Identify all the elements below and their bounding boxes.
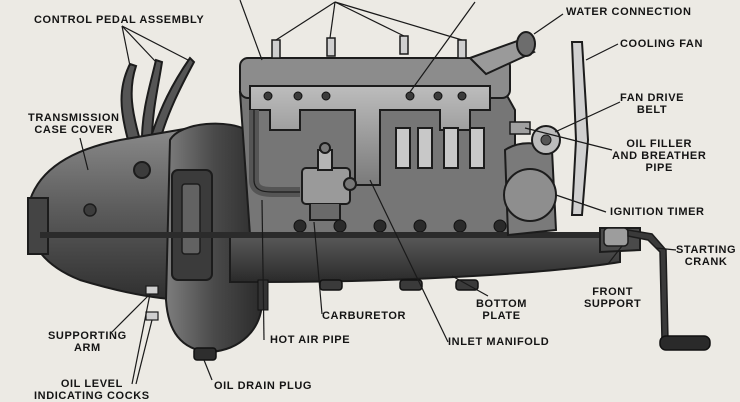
label-starting-crank-line2: CRANK xyxy=(684,256,728,268)
label-oil-filler-line1: OIL FILLER xyxy=(626,138,693,150)
label-oil-level-line1: OIL LEVEL xyxy=(60,378,123,390)
label-supporting-arm: SUPPORTING ARM xyxy=(48,330,127,354)
oil-pan xyxy=(229,234,621,283)
label-transmission-line2: CASE COVER xyxy=(34,124,114,136)
label-fan-drive-belt-line2: BELT xyxy=(636,104,668,116)
label-oil-filler-line2: AND BREATHER xyxy=(612,150,707,162)
oil-filler-cap xyxy=(509,121,531,135)
transmission-bolt xyxy=(83,203,97,217)
valve-springs xyxy=(395,127,485,169)
label-hot-air-pipe: HOT AIR PIPE xyxy=(270,334,351,346)
label-oil-filler: OIL FILLER AND BREATHER PIPE xyxy=(612,138,706,174)
leader-lines xyxy=(79,0,677,385)
label-starting-crank-line1: STARTING xyxy=(676,244,737,256)
label-front-support-line1: FRONT xyxy=(592,286,634,298)
label-supporting-arm-line1: SUPPORTING xyxy=(48,330,127,342)
label-oil-level-cocks: OIL LEVEL INDICATING COCKS xyxy=(34,378,150,402)
carburetor-body xyxy=(301,142,357,221)
label-oil-level-line2: INDICATING COCKS xyxy=(34,390,150,402)
label-starting-crank: STARTING CRANK xyxy=(676,244,736,268)
label-oil-filler-line3: PIPE xyxy=(645,162,673,174)
label-transmission-line1: TRANSMISSION xyxy=(28,112,120,124)
inspection-handle xyxy=(181,183,201,255)
crank-spring xyxy=(603,227,629,247)
frame-rail xyxy=(40,232,620,238)
label-supporting-arm-line2: ARM xyxy=(73,342,101,354)
oil-drain-plug-shape xyxy=(193,347,217,361)
label-fan-drive-belt: FAN DRIVE BELT xyxy=(620,92,684,116)
water-connection-flange xyxy=(516,31,536,57)
label-ignition-timer: IGNITION TIMER xyxy=(610,206,705,218)
label-carburetor: CARBURETOR xyxy=(322,310,407,322)
label-bottom-plate-line1: BOTTOM xyxy=(476,298,528,310)
label-front-support: FRONT SUPPORT xyxy=(584,286,641,310)
label-bottom-plate-line2: PLATE xyxy=(482,310,521,322)
label-cooling-fan: COOLING FAN xyxy=(620,38,703,50)
transmission-end-flange xyxy=(27,197,49,255)
transmission-cover-boss xyxy=(133,161,151,179)
label-oil-drain-plug: OIL DRAIN PLUG xyxy=(214,380,313,392)
label-control-pedal-assembly: CONTROL PEDAL ASSEMBLY xyxy=(34,14,205,26)
manifold xyxy=(249,85,491,186)
manifold-nuts xyxy=(263,91,467,101)
label-transmission-case-cover: TRANSMISSION CASE COVER xyxy=(28,112,120,136)
label-bottom-plate: BOTTOM PLATE xyxy=(476,298,527,322)
label-water-connection: WATER CONNECTION xyxy=(566,6,692,18)
label-front-support-line2: SUPPORT xyxy=(584,298,642,310)
label-fan-drive-belt-line1: FAN DRIVE xyxy=(620,92,685,104)
ignition-timer-housing xyxy=(503,168,557,222)
label-inlet-manifold: INLET MANIFOLD xyxy=(448,336,550,348)
cooling-fan-blade xyxy=(570,41,590,216)
control-pedals xyxy=(120,56,196,141)
crank-handle xyxy=(659,335,711,351)
